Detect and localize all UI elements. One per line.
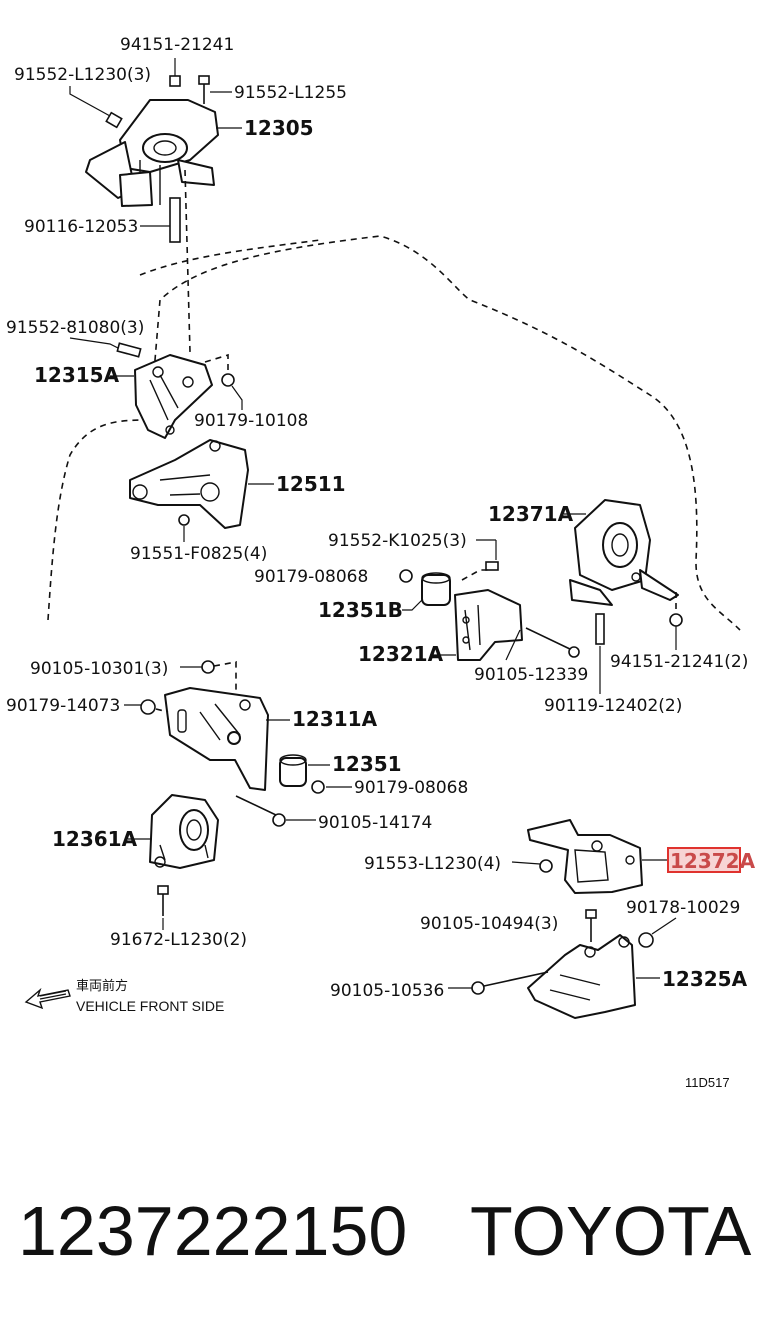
part-label-90179-08068: 90179-08068: [254, 567, 368, 587]
part-label-90116-12053: 90116-12053: [24, 217, 138, 237]
part-12372A-mount: [527, 819, 643, 894]
part-label-90178-10029: 90178-10029: [626, 898, 740, 918]
nut-90179-10108: [221, 373, 243, 410]
part-label-94151-21241-2-: 94151-21241(2): [610, 652, 748, 672]
parts-diagram: 94151-21241 91552-L1230(3) 91552-L1255 1230…: [6, 35, 756, 1090]
part-label-12321a: 12321A: [358, 642, 444, 666]
bolt-94151-21241-top: [169, 58, 181, 87]
bolt-91552-L1230: [69, 86, 123, 129]
part-12321A-bracket: [454, 589, 523, 661]
part-12351-bushing: [279, 754, 330, 787]
bolt-90105-10494: [585, 909, 597, 942]
part-label-91672-l1230-2-: 91672-L1230(2): [110, 930, 247, 950]
front-arrow-icon: [24, 987, 71, 1010]
part-label-91551-f0825-4-: 91551-F0825(4): [130, 544, 267, 564]
part-label-12511: 12511: [276, 472, 346, 496]
part-label-91553-l1230-4-: 91553-L1230(4): [364, 854, 501, 874]
part-label-94151-21241: 94151-21241: [120, 35, 234, 55]
brand-name: TOYOTA: [470, 1192, 752, 1270]
bolt-91552-K1025: [476, 539, 499, 571]
part-label-91552-l1230-3-: 91552-L1230(3): [14, 65, 151, 85]
bolt-90105-14174: [235, 795, 316, 827]
highlight-box: [667, 847, 741, 873]
bolt-91552-L1255: [198, 75, 232, 104]
part-label-12305: 12305: [244, 116, 314, 140]
part-label-90179-10108: 90179-10108: [194, 411, 308, 431]
part-12315A-bracket: [134, 354, 213, 439]
front-label-en: VEHICLE FRONT SIDE: [76, 998, 224, 1014]
part-label-90105-10301-3-: 90105-10301(3): [30, 659, 168, 679]
nut-90179-08068-upper: [399, 569, 413, 583]
bolt-90105-10536: [448, 971, 549, 995]
part-label-90105-14174: 90105-14174: [318, 813, 432, 833]
bolt-91553-L1230: [511, 859, 553, 873]
part-number: 1237222150: [18, 1192, 408, 1270]
front-label-jp: 車両前方: [76, 978, 128, 994]
nut-90179-08068-lower: [311, 780, 352, 794]
vehicle-body-inner: [139, 239, 321, 276]
part-label-90105-10536: 90105-10536: [330, 981, 444, 1001]
part-12311A-bracket: [164, 687, 269, 791]
part-12325A-bracket: [527, 934, 636, 1019]
vehicle-front-indicator: 車両前方 VEHICLE FRONT SIDE: [24, 978, 224, 1014]
bolt-91551-F0825: [178, 514, 190, 542]
part-label-12325a: 12325A: [662, 967, 748, 991]
part-labels: 94151-21241 91552-L1230(3) 91552-L1255 1230…: [6, 35, 748, 1001]
vehicle-body-outline: [47, 235, 741, 631]
part-12361A-mount: [149, 794, 219, 869]
part-label-91552-81080-3-: 91552-81080(3): [6, 318, 144, 338]
part-12371A-mount: [569, 499, 679, 606]
bolt-90105-12339: [505, 627, 580, 661]
part-label-90179-14073: 90179-14073: [6, 696, 120, 716]
part-label-12371a: 12371A: [488, 502, 574, 526]
part-label-91552-l1255: 91552-L1255: [234, 83, 347, 103]
part-label-12315a: 12315A: [34, 363, 120, 387]
part-label-12311a: 12311A: [292, 707, 378, 731]
part-label-12361a: 12361A: [52, 827, 138, 851]
bolt-90119-12402: [595, 613, 605, 694]
bolt-90105-10301: [180, 660, 215, 674]
bolt-91672-L1230: [157, 885, 169, 930]
highlighted-part-label: 12372A: [667, 847, 756, 873]
bolt-91552-81080: [69, 337, 142, 358]
part-label-91552-k1025-3-: 91552-K1025(3): [328, 531, 467, 551]
nut-94151-21241-2: [669, 613, 683, 650]
highlight-label-text: 12372A: [670, 849, 756, 873]
part-label-12351b: 12351B: [318, 598, 403, 622]
stud-90116-12053: [140, 197, 181, 243]
nut-90179-14073: [124, 699, 156, 715]
part-label-12351: 12351: [332, 752, 402, 776]
part-12305-mount: [85, 99, 219, 207]
part-label-90179-08068: 90179-08068: [354, 778, 468, 798]
part-label-90105-12339: 90105-12339: [474, 665, 588, 685]
part-12351B-bushing: [402, 572, 451, 611]
part-label-90105-10494-3-: 90105-10494(3): [420, 914, 558, 934]
figure-code: 11D517: [685, 1075, 730, 1090]
nut-90178-10029: [638, 917, 677, 948]
part-label-90119-12402-2-: 90119-12402(2): [544, 696, 682, 716]
part-12511-bracket: [129, 439, 249, 529]
